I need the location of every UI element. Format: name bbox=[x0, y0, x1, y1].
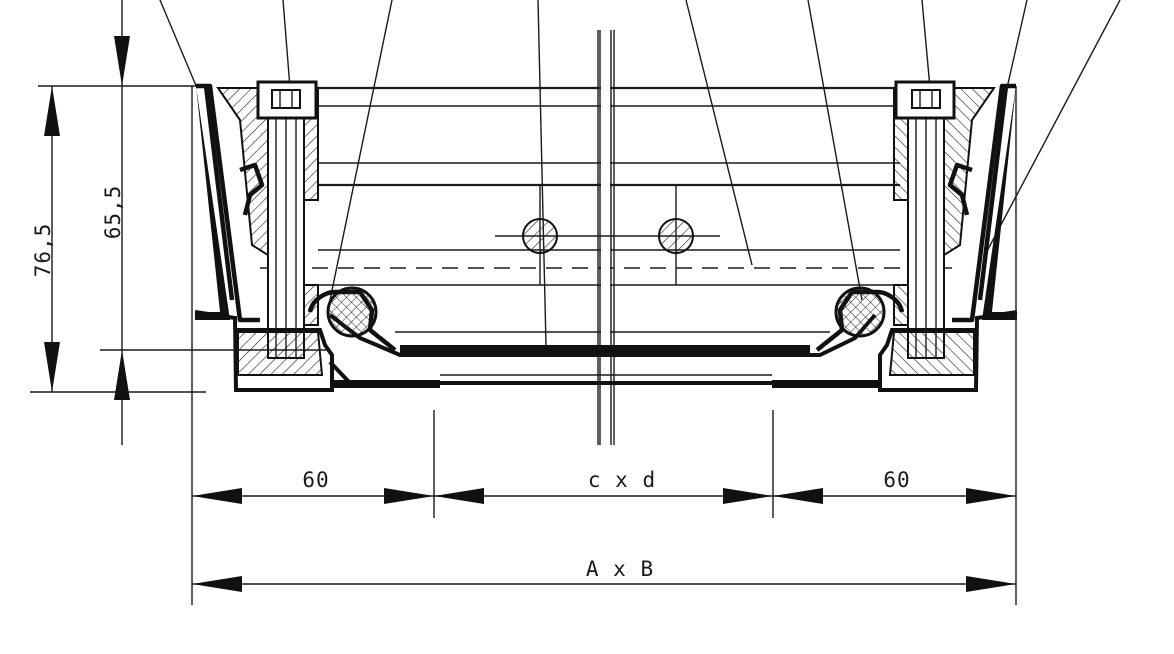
dim-center-opening: c x d bbox=[588, 468, 656, 492]
left-frame-assembly bbox=[194, 80, 397, 392]
horizontal-dimensions bbox=[192, 410, 1016, 592]
dim-height-outer: 76,5 bbox=[31, 223, 55, 278]
vertical-dimensions bbox=[30, 0, 1017, 605]
center-axis bbox=[597, 30, 615, 450]
leader-lines bbox=[159, 0, 1121, 346]
dim-overall: A x B bbox=[586, 557, 654, 581]
dim-height-inner: 65,5 bbox=[101, 185, 125, 240]
rod-sections bbox=[495, 185, 720, 285]
right-frame-assembly bbox=[815, 80, 1018, 392]
dim-right-flange: 60 bbox=[883, 468, 910, 492]
dim-left-flange: 60 bbox=[302, 468, 329, 492]
